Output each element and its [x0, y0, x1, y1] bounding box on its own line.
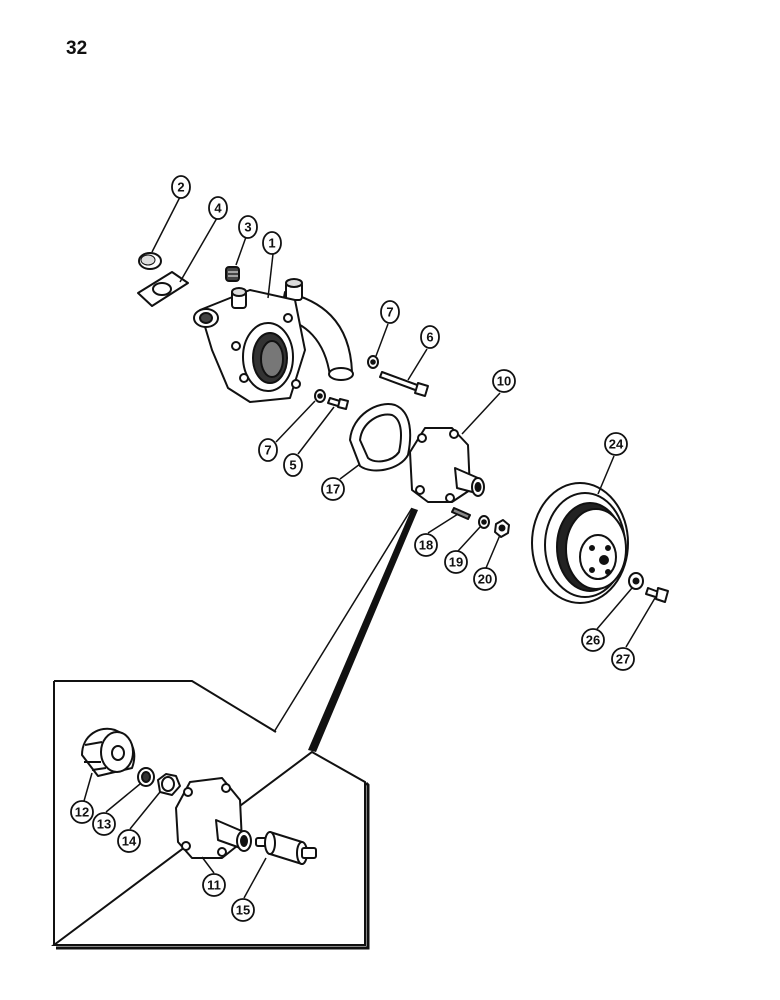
- callout-26-label: 26: [586, 633, 600, 648]
- callout-18: 18: [414, 533, 438, 557]
- leader-27: [625, 597, 656, 648]
- leader-17: [339, 463, 361, 480]
- leader-3: [235, 236, 247, 266]
- callout-10-label: 10: [497, 374, 511, 389]
- fitting-part: [225, 266, 240, 282]
- callout-4: 4: [208, 196, 228, 220]
- callout-18-label: 18: [419, 538, 433, 553]
- plug-part: [138, 252, 162, 270]
- callout-13-label: 13: [97, 817, 111, 832]
- callout-24: 24: [604, 432, 628, 456]
- leader-10: [461, 392, 501, 435]
- callout-5-label: 5: [289, 458, 296, 473]
- pump-gasket-part: [349, 403, 412, 472]
- pump-body-part: [409, 427, 485, 503]
- leader-2: [151, 196, 181, 253]
- lock-washer-part: [478, 515, 490, 529]
- outlet-gasket-part: [137, 271, 189, 307]
- callout-10: 10: [492, 369, 516, 393]
- leader-12: [83, 772, 93, 802]
- leader-7a: [375, 323, 389, 357]
- callout-11: 11: [202, 873, 226, 897]
- callout-19: 19: [444, 550, 468, 574]
- callout-7-lower: 7: [258, 438, 278, 462]
- pulley-washer-part: [628, 572, 644, 590]
- page-number: 32: [66, 38, 88, 59]
- pulley-part: [531, 482, 629, 604]
- stud-part: [451, 507, 471, 520]
- callout-7-upper: 7: [380, 300, 400, 324]
- callout-24-label: 24: [609, 437, 624, 452]
- callout-12: 12: [70, 800, 94, 824]
- callout-17-label: 17: [326, 482, 340, 497]
- leader-20: [485, 534, 501, 569]
- callout-14: 14: [117, 829, 141, 853]
- callout-12-label: 12: [75, 805, 89, 820]
- callout-4-label: 4: [214, 201, 222, 216]
- detail-inset: [50, 507, 418, 950]
- leader-5: [297, 406, 335, 455]
- callout-6: 6: [420, 325, 440, 349]
- callout-3-label: 3: [244, 220, 251, 235]
- callout-15-label: 15: [236, 903, 250, 918]
- leader-4: [179, 217, 218, 283]
- leader-6: [407, 348, 428, 381]
- leader-18: [427, 513, 459, 534]
- callout-19-label: 19: [449, 555, 463, 570]
- callout-13: 13: [92, 812, 116, 836]
- callout-2: 2: [171, 175, 191, 199]
- callout-3: 3: [238, 215, 258, 239]
- leader-15: [243, 857, 267, 899]
- leader-26: [596, 587, 633, 630]
- callout-7-lower-label: 7: [264, 443, 271, 458]
- callout-6-label: 6: [426, 330, 433, 345]
- callout-15: 15: [231, 898, 255, 922]
- bolt-part: [327, 397, 349, 410]
- long-bolt-part: [379, 371, 429, 397]
- pulley-bolt-part: [645, 587, 669, 603]
- seal-part: [157, 773, 181, 796]
- callout-2-label: 2: [177, 180, 184, 195]
- washer-upper-part: [367, 355, 379, 369]
- nut-part: [494, 519, 510, 538]
- callout-20: 20: [473, 567, 497, 591]
- pump-body-detail-part: [175, 777, 252, 859]
- shaft-bearing-part: [255, 831, 317, 865]
- callout-20-label: 20: [478, 572, 492, 587]
- leader-7b: [275, 400, 316, 443]
- pump-housing-part: [193, 278, 354, 403]
- callout-27: 27: [611, 647, 635, 671]
- callout-1: 1: [262, 231, 282, 255]
- callout-5: 5: [283, 453, 303, 477]
- callout-11-label: 11: [207, 878, 221, 893]
- callout-7-upper-label: 7: [386, 305, 393, 320]
- leader-24: [597, 455, 615, 495]
- seal-ring-part: [137, 767, 155, 787]
- washer-lower-part: [314, 389, 326, 403]
- leader-19: [457, 526, 481, 552]
- leader-1: [267, 253, 274, 299]
- leader-14: [129, 791, 161, 830]
- callout-17: 17: [321, 477, 345, 501]
- impeller-part: [81, 727, 136, 777]
- callout-1-label: 1: [268, 236, 275, 251]
- leader-13: [105, 783, 141, 813]
- leader-11: [201, 856, 215, 874]
- callout-14-label: 14: [122, 834, 137, 849]
- callout-27-label: 27: [616, 652, 630, 667]
- callout-26: 26: [581, 628, 605, 652]
